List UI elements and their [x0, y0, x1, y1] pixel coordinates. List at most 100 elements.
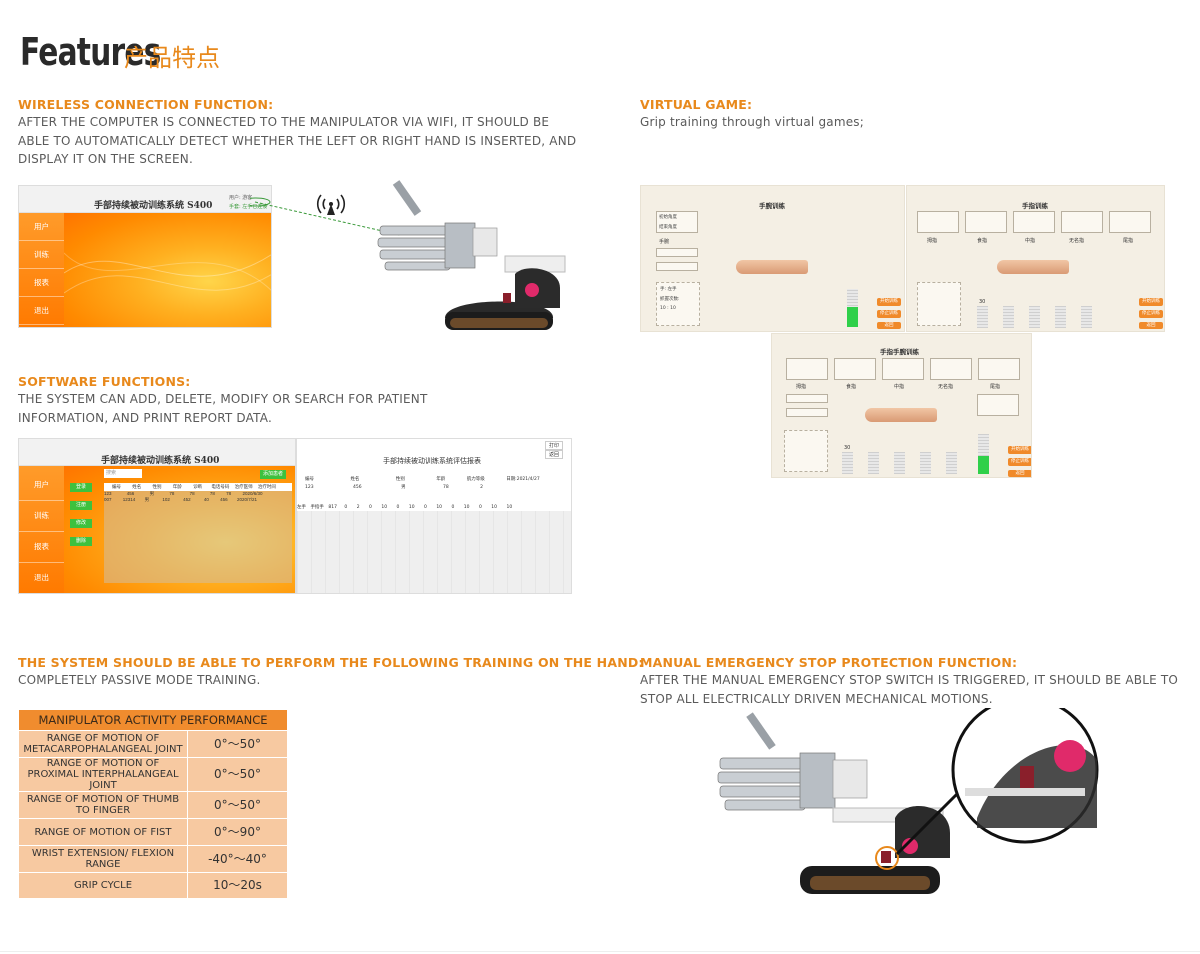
- table-row[interactable]: 007 12314 男 102 452 40 456 2020/7/21: [104, 497, 292, 503]
- app-sidebar: 用户 训练 报表 退出: [19, 213, 64, 327]
- table-cell: 男: [149, 491, 155, 496]
- stats-box: [784, 430, 828, 472]
- arm-image: [865, 408, 937, 422]
- report-field: 性别: [395, 477, 405, 482]
- stop-training-button[interactable]: 停止训练: [877, 310, 901, 318]
- game-panel-finger-wrist: 手指手腕训练 拇指 食指 中指 无名指 尾指 30 开始训练 停止训练 返回: [771, 333, 1032, 478]
- delete-button[interactable]: 删除: [70, 537, 92, 546]
- column-header: 年龄: [172, 484, 182, 489]
- wave-decoration: [64, 252, 271, 294]
- sidebar-item-report[interactable]: 报表: [19, 269, 64, 297]
- register-button[interactable]: 注册: [70, 501, 92, 510]
- report-values: 123 456 男 78 2: [305, 484, 563, 490]
- stop-training-button[interactable]: 停止训练: [1139, 310, 1163, 318]
- sidebar-item-user[interactable]: 用户: [19, 213, 64, 241]
- glove-status: 手套: 左手已连接: [229, 204, 268, 210]
- wireless-body: AFTER THE COMPUTER IS CONNECTED TO THE M…: [18, 115, 577, 166]
- finger-label[interactable]: 尾指: [1123, 238, 1134, 244]
- app-main-area: 搜索 添加患者 登录 注册 修改 删除 编号 姓名 性别 年龄 诊断 电话号码 …: [64, 466, 295, 593]
- select-box[interactable]: [786, 394, 828, 403]
- table-cell: 452: [183, 497, 191, 502]
- finger-label[interactable]: 无名指: [1069, 238, 1085, 244]
- start-training-button[interactable]: 开始训练: [877, 298, 901, 306]
- report-field: 肌力等级: [466, 477, 485, 482]
- report-value: 456: [353, 485, 362, 490]
- sidebar-item-report[interactable]: 报表: [19, 533, 64, 563]
- select-box[interactable]: [786, 408, 828, 417]
- table-cell: 78: [169, 491, 175, 496]
- angle-box: [1109, 211, 1151, 233]
- angle-box: [1061, 211, 1103, 233]
- print-button[interactable]: 打印: [544, 441, 563, 450]
- level-bar: [894, 452, 905, 474]
- finger-label[interactable]: 中指: [894, 384, 905, 390]
- report-value: 男: [401, 485, 406, 490]
- app-main-area: [64, 213, 271, 327]
- back-button[interactable]: 返回: [1008, 470, 1031, 477]
- wifi-icon: [316, 194, 346, 215]
- search-input[interactable]: 搜索: [104, 469, 142, 478]
- finger-label[interactable]: 食指: [846, 384, 857, 390]
- table-cell: 78: [226, 491, 232, 496]
- finger-label[interactable]: 食指: [977, 238, 988, 244]
- column-header: 性别: [152, 484, 162, 489]
- timer-value: 10 : 10: [660, 306, 676, 311]
- angle-box: [977, 394, 1019, 416]
- report-field: 姓名: [350, 477, 360, 482]
- back-button[interactable]: 返回: [877, 322, 901, 329]
- sidebar-item-exit[interactable]: 退出: [19, 564, 64, 593]
- angle-box: [786, 358, 828, 380]
- back-button[interactable]: 返回: [1139, 322, 1163, 329]
- report-cell: 0: [424, 505, 427, 510]
- report-cell: 2: [356, 505, 360, 510]
- table-label: RANGE OF MOTION OF PROXIMAL INTERPHALANG…: [18, 757, 188, 792]
- select-box[interactable]: [656, 248, 698, 257]
- table-label: RANGE OF MOTION OF METACARPOPHALANGEAL J…: [18, 730, 188, 758]
- table-cell: 2020/7/21: [236, 497, 257, 502]
- report-cell: 0: [344, 505, 348, 510]
- table-cell: 40: [203, 497, 209, 502]
- game-panel-finger: 手指训练 拇指 食指 中指 无名指 尾指 30 开始训练 停止训练 返回: [906, 185, 1165, 332]
- training-body: COMPLETELY PASSIVE MODE TRAINING.: [18, 673, 261, 687]
- angle-box: [1013, 211, 1055, 233]
- table-value: 0°～90°: [187, 818, 288, 846]
- table-value: -40°～40°: [187, 845, 288, 873]
- estop-device-image: [717, 708, 1099, 894]
- login-button[interactable]: 登录: [70, 483, 92, 492]
- add-patient-button[interactable]: 添加患者: [260, 470, 286, 479]
- finger-label[interactable]: 拇指: [927, 238, 938, 244]
- app-titlebar: [19, 439, 295, 466]
- table-cell: 102: [162, 497, 170, 502]
- start-training-button[interactable]: 开始训练: [1139, 298, 1163, 306]
- level-bar: [920, 452, 931, 474]
- stop-training-button[interactable]: 停止训练: [1008, 458, 1031, 466]
- modify-button[interactable]: 修改: [70, 519, 92, 528]
- level-bar: [977, 306, 988, 328]
- finger-label[interactable]: 无名指: [938, 384, 954, 390]
- finger-label[interactable]: 中指: [1025, 238, 1036, 244]
- finger-label[interactable]: 尾指: [990, 384, 1001, 390]
- level-bar: [1003, 306, 1014, 328]
- app-titlebar: [19, 186, 271, 213]
- table-row[interactable]: 123 456 男 78 78 78 78 2020/6/30: [104, 491, 292, 497]
- sidebar-item-train[interactable]: 训练: [19, 502, 64, 532]
- column-header: 编号: [112, 484, 121, 489]
- wrist-check[interactable]: 手腕: [659, 239, 670, 245]
- report-back-button[interactable]: 返回: [544, 450, 563, 459]
- sidebar-item-user[interactable]: 用户: [19, 471, 64, 501]
- table-cell: 007: [104, 497, 112, 502]
- sidebar-item-train[interactable]: 训练: [19, 241, 64, 269]
- select-box[interactable]: [656, 262, 698, 271]
- report-cell: 0: [478, 505, 482, 510]
- angle-box: [930, 358, 972, 380]
- table-cell: 2020/6/30: [242, 491, 263, 496]
- report-value: 123: [305, 485, 314, 490]
- start-training-button[interactable]: 开始训练: [1008, 446, 1031, 454]
- finger-label[interactable]: 拇指: [796, 384, 807, 390]
- table-cell: 456: [126, 491, 135, 496]
- report-row: 左手 手指手 817 0 2 0 10 0 10 0 10 0 10 0 10 …: [297, 505, 571, 511]
- sidebar-item-exit[interactable]: 退出: [19, 297, 64, 325]
- level-bar: [847, 289, 858, 327]
- report-preview: 打印 返回 手部持续被动训练系统评估报表 编号 姓名 性别 年龄 肌力等级 日期…: [296, 438, 572, 594]
- angle-box: [917, 211, 959, 233]
